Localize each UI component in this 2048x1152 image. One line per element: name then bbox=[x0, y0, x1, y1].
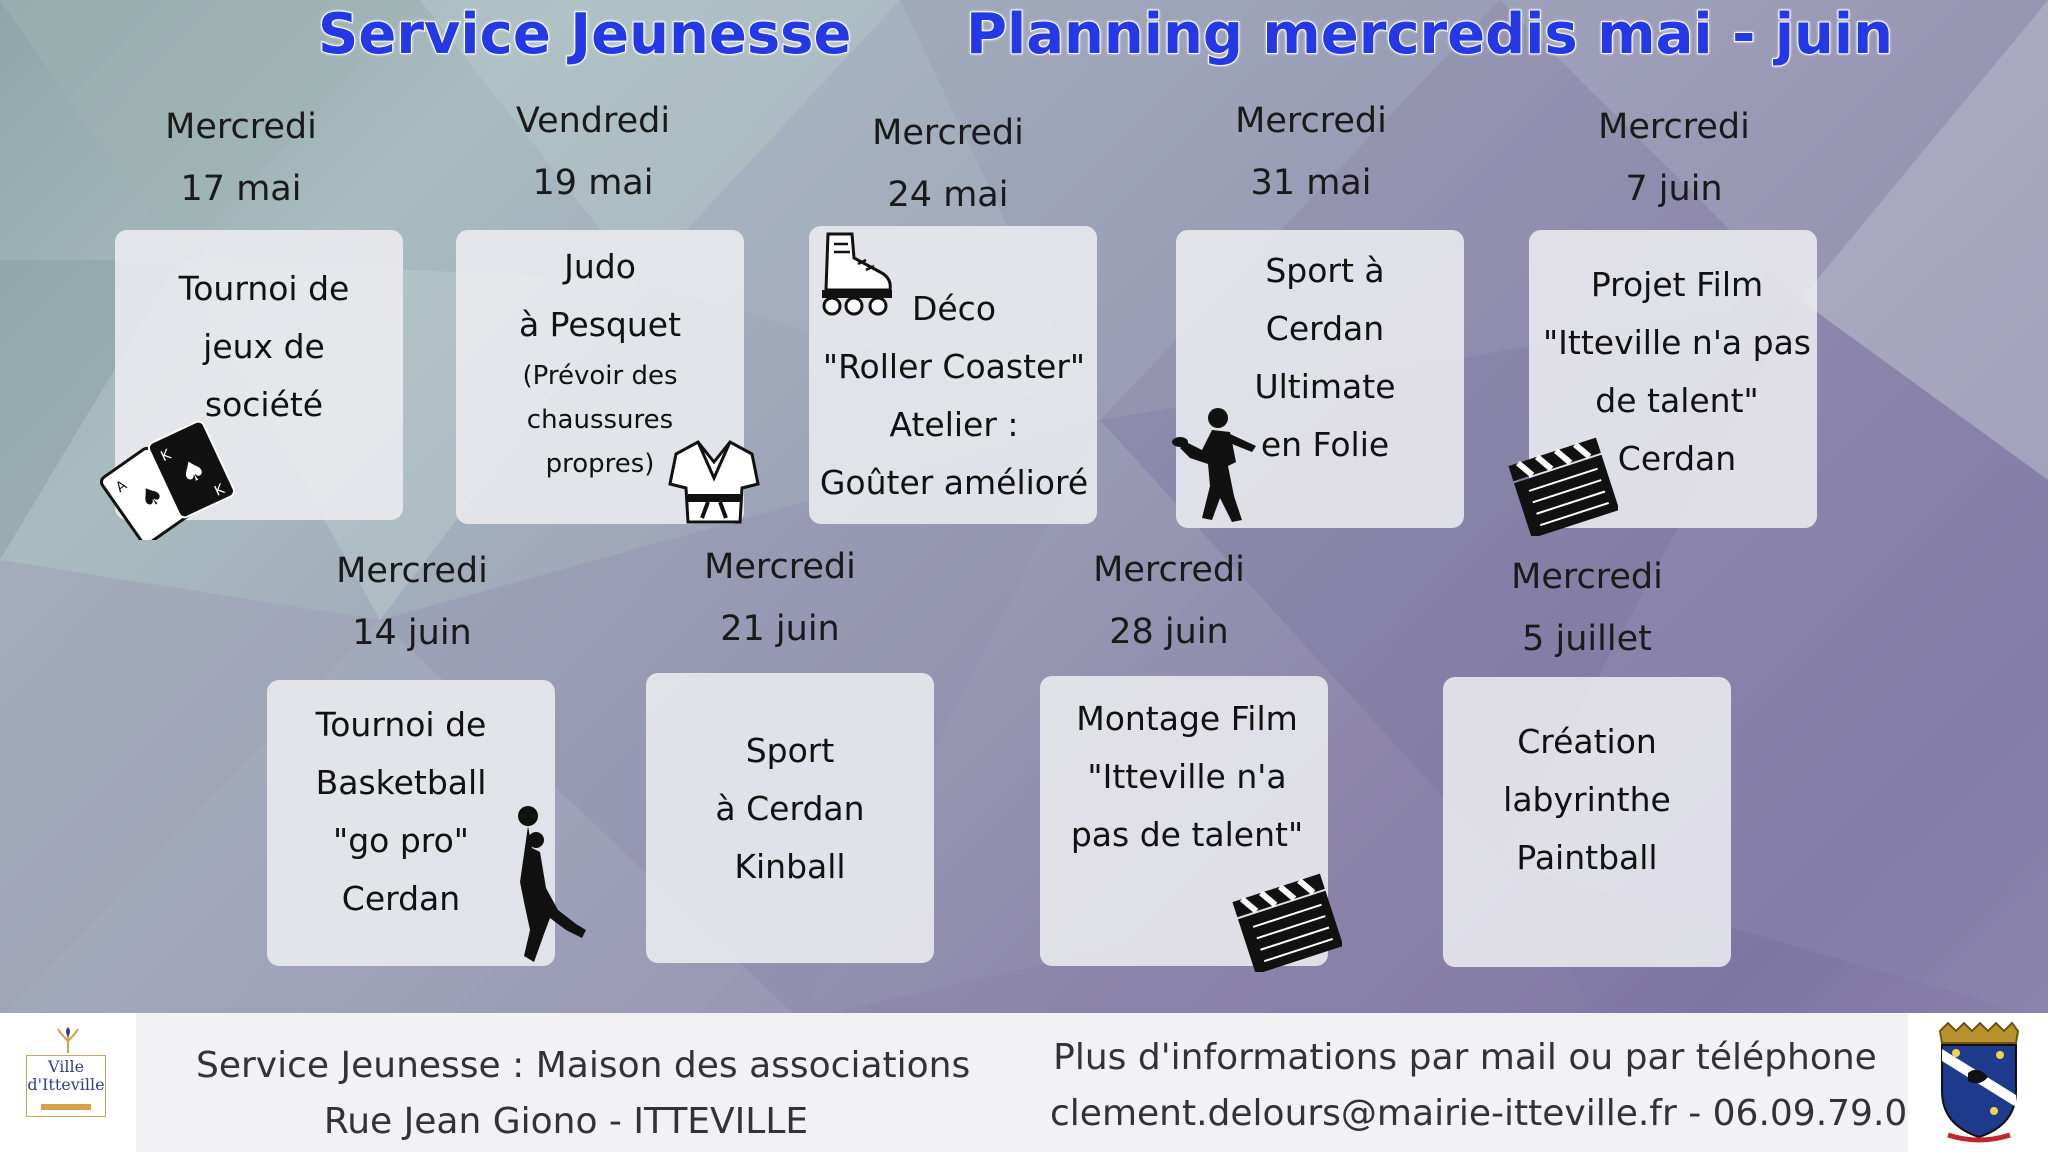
judo-gi-icon bbox=[668, 440, 760, 524]
logo-text-line1: Ville bbox=[47, 1057, 85, 1076]
event-date-7-juin: Mercredi 7 juin bbox=[1564, 96, 1784, 220]
plant-icon bbox=[57, 1027, 79, 1053]
event-activity-line: société bbox=[204, 385, 324, 424]
event-card-7-juin: Projet Film "Itteville n'a pas de talent… bbox=[1529, 230, 1817, 528]
event-date-24-mai: Mercredi 24 mai bbox=[838, 102, 1058, 226]
event-activity-line: Tournoi de bbox=[178, 269, 350, 308]
footer-address-line2: Rue Jean Giono - ITTEVILLE bbox=[323, 1101, 809, 1142]
event-activity-line: Basketball bbox=[315, 763, 487, 802]
event-day: Mercredi bbox=[165, 107, 317, 147]
coat-of-arms-icon bbox=[1938, 1021, 2020, 1143]
event-note-line: chaussures bbox=[526, 405, 674, 435]
event-date: 7 juin bbox=[1625, 169, 1723, 209]
event-activity-line: à Cerdan bbox=[715, 789, 865, 828]
event-card-21-juin: Sport à Cerdan Kinball bbox=[646, 673, 934, 963]
event-day: Mercredi bbox=[1093, 550, 1245, 590]
event-day: Mercredi bbox=[872, 113, 1024, 153]
event-activity-line: "Itteville n'a bbox=[1087, 757, 1287, 796]
footer-contact-line1: Plus d'informations par mail ou par télé… bbox=[1053, 1037, 1877, 1078]
event-date: 17 mai bbox=[180, 169, 302, 209]
event-card-28-juin: Montage Film "Itteville n'a pas de talen… bbox=[1040, 676, 1328, 966]
event-activity-line: Paintball bbox=[1516, 838, 1658, 877]
footer-address-line1: Service Jeunesse : Maison des associatio… bbox=[196, 1045, 971, 1086]
event-date-21-juin: Mercredi 21 juin bbox=[670, 536, 890, 660]
event-note-line: propres) bbox=[545, 449, 655, 479]
clapperboard-icon bbox=[1508, 437, 1618, 536]
ville-itteville-logo: Ville d'Itteville bbox=[0, 1013, 136, 1152]
footer-address: Service Jeunesse : Maison des associatio… bbox=[196, 1038, 971, 1150]
event-day: Mercredi bbox=[1511, 557, 1663, 597]
event-date: 5 juillet bbox=[1522, 619, 1652, 659]
event-activity-line: Projet Film bbox=[1590, 265, 1764, 304]
event-activity-line: Création bbox=[1517, 722, 1657, 761]
event-activity-line: Cerdan bbox=[1617, 439, 1737, 478]
event-activity-line: Montage Film bbox=[1076, 699, 1298, 738]
event-card-5-juillet: Création labyrinthe Paintball bbox=[1443, 677, 1731, 967]
event-date-17-mai: Mercredi 17 mai bbox=[131, 96, 351, 220]
event-date-14-juin: Mercredi 14 juin bbox=[302, 540, 522, 664]
event-card-14-juin: Tournoi de Basketball "go pro" Cerdan bbox=[267, 680, 555, 966]
event-activity-line: Tournoi de bbox=[315, 705, 487, 744]
event-activity-line: "go pro" bbox=[333, 821, 469, 860]
event-date: 21 juin bbox=[720, 609, 840, 649]
event-activity-line: "Roller Coaster" bbox=[822, 347, 1086, 386]
logo-bar bbox=[41, 1104, 91, 1110]
logo-frame: Ville d'Itteville bbox=[26, 1055, 106, 1117]
event-activity-line: "Itteville n'a pas bbox=[1543, 323, 1811, 362]
event-date-5-juillet: Mercredi 5 juillet bbox=[1477, 546, 1697, 670]
event-date-31-mai: Mercredi 31 mai bbox=[1201, 90, 1421, 214]
event-date-28-juin: Mercredi 28 juin bbox=[1059, 539, 1279, 663]
event-activity-line: Déco bbox=[911, 289, 997, 328]
playing-cards-icon: A ♠ K ♠ K bbox=[100, 420, 235, 540]
title-planning: Planning mercredis mai - juin bbox=[965, 1, 1894, 68]
logo-text-line2: d'Itteville bbox=[27, 1075, 105, 1094]
event-activity-line: Atelier : bbox=[889, 405, 1019, 444]
roller-skate-icon bbox=[822, 232, 892, 316]
event-activity-line: pas de talent" bbox=[1070, 815, 1304, 854]
event-activity-line: Sport à bbox=[1265, 251, 1385, 290]
event-date: 19 mai bbox=[532, 163, 654, 203]
footer-contact-line2[interactable]: clement.delours@mairie-itteville.fr - 06… bbox=[1050, 1093, 1988, 1134]
event-date: 14 juin bbox=[352, 613, 472, 653]
event-activity-line: Sport bbox=[745, 731, 835, 770]
event-date: 31 mai bbox=[1250, 163, 1372, 203]
event-activity-line: Cerdan bbox=[341, 879, 461, 918]
event-date: 28 juin bbox=[1109, 612, 1229, 652]
event-activity-line: Goûter amélioré bbox=[819, 463, 1089, 502]
event-day: Mercredi bbox=[704, 547, 856, 587]
event-activity-line: Ultimate bbox=[1254, 367, 1396, 406]
event-activity-line: labyrinthe bbox=[1503, 780, 1671, 819]
event-note-line: (Prévoir des bbox=[522, 361, 678, 391]
event-activity-line: Kinball bbox=[734, 847, 846, 886]
title-service-jeunesse: Service Jeunesse bbox=[317, 1, 852, 68]
event-activity-line: Judo bbox=[564, 247, 636, 286]
basketball-player-icon bbox=[518, 806, 586, 962]
footer-contact: Plus d'informations par mail ou par télé… bbox=[1050, 1030, 1988, 1142]
event-activity-line: à Pesquet bbox=[518, 305, 682, 344]
footer-bar bbox=[0, 1013, 2048, 1152]
event-activity-line: Cerdan bbox=[1265, 309, 1385, 348]
event-day: Mercredi bbox=[336, 551, 488, 591]
itteville-crest bbox=[1908, 1013, 2048, 1152]
clapperboard-icon bbox=[1232, 873, 1342, 972]
event-day: Mercredi bbox=[1598, 107, 1750, 147]
event-day: Mercredi bbox=[1235, 101, 1387, 141]
event-date: 24 mai bbox=[887, 175, 1009, 215]
event-activity-line: de talent" bbox=[1595, 381, 1759, 420]
event-date-19-mai: Vendredi 19 mai bbox=[483, 90, 703, 214]
event-activity-line: jeux de bbox=[203, 327, 325, 366]
event-day: Vendredi bbox=[515, 101, 671, 141]
event-activity-line: en Folie bbox=[1260, 425, 1390, 464]
ultimate-player-icon bbox=[1172, 408, 1256, 522]
